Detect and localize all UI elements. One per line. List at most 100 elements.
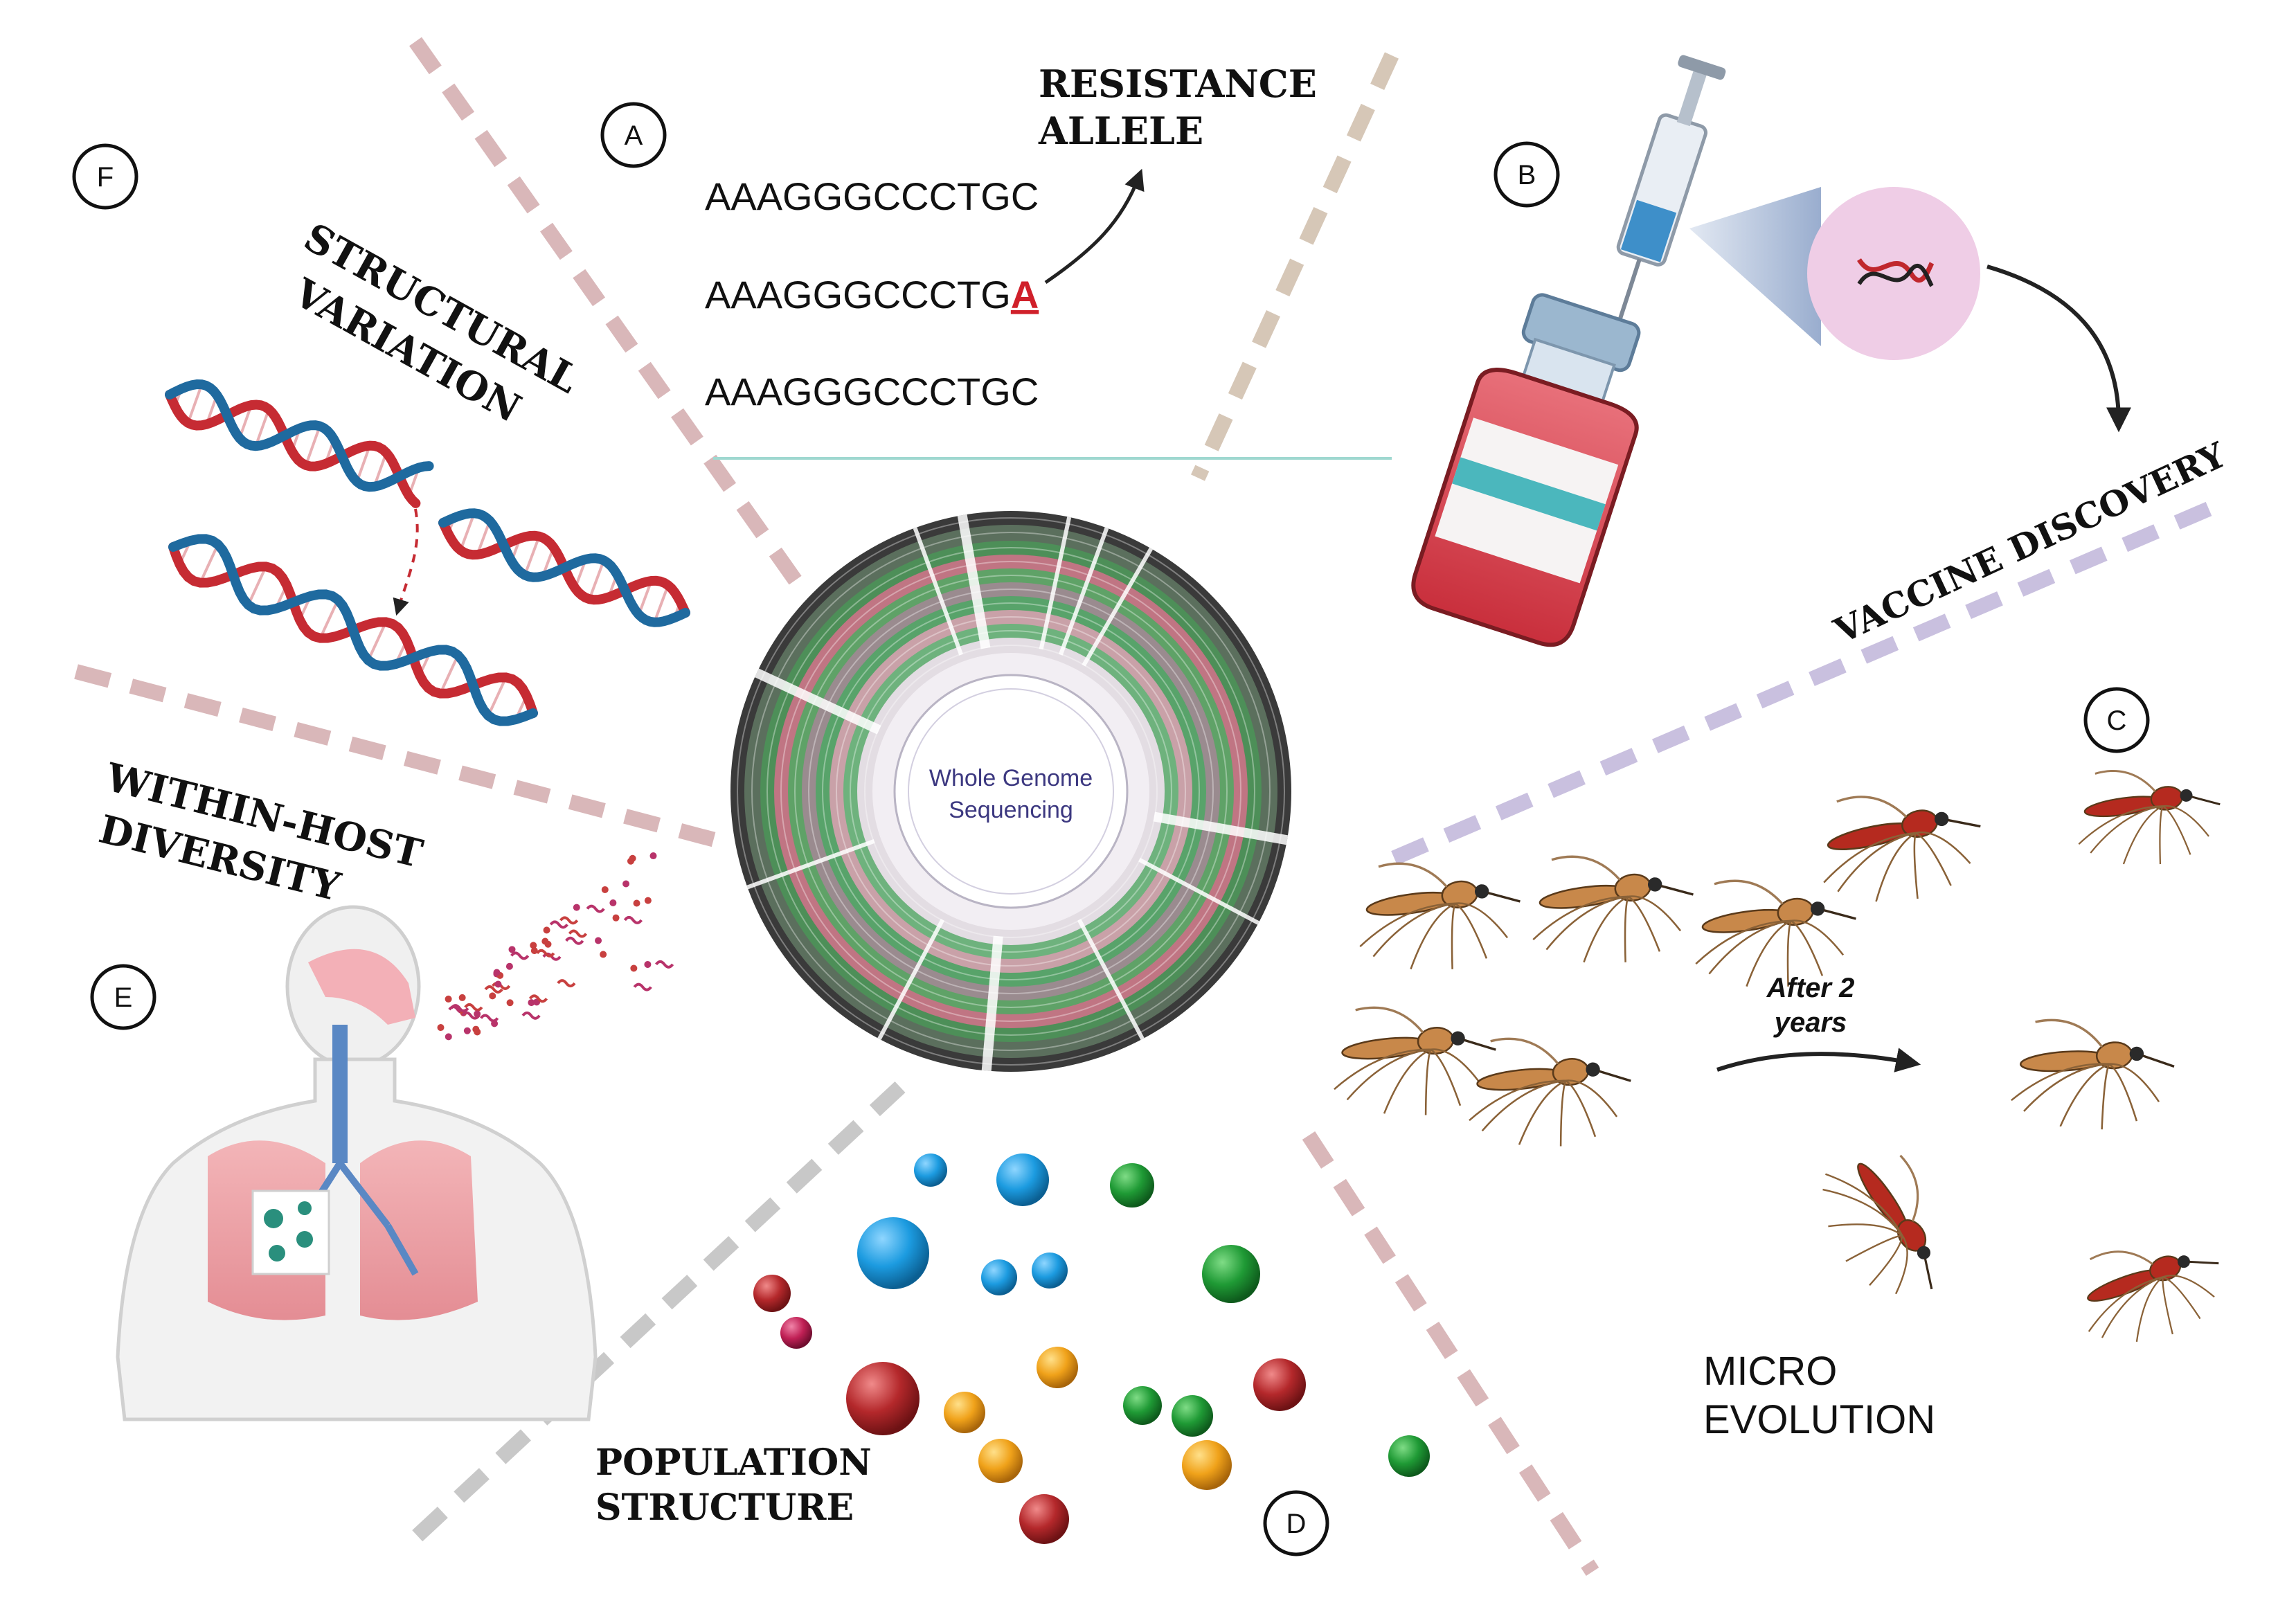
mosquito-brown-5-wing (1490, 1037, 1559, 1065)
mosquito-brown-6-proboscis (2142, 1054, 2175, 1068)
badge-a-circle (600, 102, 667, 168)
genome-track-7 (822, 602, 1200, 980)
genome-gap-6 (1077, 919, 1145, 1041)
mosquito-brown-4-proboscis (1463, 1039, 1496, 1051)
mosquito-brown-2-proboscis (1660, 884, 1694, 896)
mosquito-red-2-leg-1 (2090, 805, 2163, 854)
genome-track-8 (836, 616, 1186, 967)
aerosol-squiggle-34 (623, 915, 643, 924)
mosquito-red-2-proboscis (2191, 796, 2221, 806)
mosquito-brown-3-proboscis (1823, 908, 1856, 920)
dna-helix-2-strand-blue (438, 508, 690, 627)
aerosol-squiggle-33 (557, 979, 576, 988)
mosquito-brown-5-leg-5 (1566, 1079, 1618, 1117)
mosquito-brown-6-leg-1 (2023, 1063, 2110, 1112)
mosquito-red-4-proboscis (2189, 1260, 2219, 1265)
mosquito-brown-2-leg-2 (1583, 895, 1629, 963)
badge-c: C (2107, 706, 2127, 736)
badge-e: E (114, 982, 133, 1013)
dna-helix-2-rung-54 (653, 584, 670, 623)
mosquito-brown-1-leg-1 (1372, 902, 1455, 958)
mosquito-brown-4-leg-4 (1430, 1048, 1462, 1106)
vial-icon (1411, 293, 1641, 647)
dna-helix-1-rung-6 (186, 384, 204, 424)
time-arrow (1716, 1048, 1921, 1072)
mosquito-red-3-proboscis (1923, 1258, 1933, 1290)
mosquito-brown-3-leg-1 (1708, 919, 1791, 975)
aerosol-dot-30 (445, 995, 452, 1003)
mosquito-brown-4-leg-3 (1424, 1049, 1432, 1115)
aerosol-dot-52 (474, 1010, 481, 1018)
dna-helix-3-rung-46 (439, 654, 460, 694)
badge-a: A (625, 120, 643, 151)
population-sphere-7 (1202, 1245, 1260, 1303)
mosquito-red-3-leg-5 (1894, 1235, 1908, 1295)
aerosol-particles (437, 852, 674, 1041)
aerosol-dot-49 (493, 969, 501, 976)
aerosol-squiggle-35 (633, 982, 652, 991)
dna-helix-1-rung-50 (373, 452, 388, 487)
dna-helix-1-rung-34 (304, 425, 321, 466)
panel-f: F STRUCTURAL VARIATION (72, 143, 690, 726)
mosquito-brown-2-leg-4 (1627, 895, 1661, 952)
mosquito-red-2-leg-4 (2162, 805, 2191, 855)
mosquito-red-3-head (1917, 1246, 1931, 1259)
divider-b-c (1381, 501, 2212, 870)
population-sphere-10 (1388, 1435, 1430, 1477)
mosquito-brown-6-leg-3 (2101, 1063, 2110, 1130)
panel-d-title-line1: POPULATION (595, 1442, 872, 1484)
population-sphere-11 (753, 1275, 791, 1312)
mosquito-red-2-leg-5 (2162, 805, 2209, 837)
dna-helix-2 (438, 508, 690, 627)
aerosol-dot-45 (489, 992, 496, 1000)
mosquito-brown-6-leg-2 (2059, 1063, 2110, 1127)
mosquito-red-1-head (1934, 811, 1949, 827)
aerosol-squiggle-31 (565, 936, 584, 945)
aerosol-dot-42 (494, 980, 502, 988)
center-title-line1: Whole Genome (929, 765, 1093, 791)
mosquito-brown-5-leg-1 (1481, 1079, 1566, 1132)
mosquito-red-1-leg-1 (1837, 832, 1916, 892)
aerosol-dot-12 (633, 899, 640, 907)
aerosol-dot-0 (543, 926, 550, 934)
aerosol-dot-23 (445, 1033, 452, 1041)
population-sphere-18 (978, 1439, 1023, 1483)
mosquito-brown-1-leg-3 (1451, 903, 1456, 969)
mosquito-red-3-leg-3 (1845, 1235, 1903, 1262)
mosquito-red-1-leg-3 (1913, 832, 1919, 899)
human-torso (116, 905, 598, 1421)
aerosol-squiggle-56 (559, 916, 579, 925)
aerosol-squiggle-36 (521, 1011, 541, 1020)
dna-helix-1-strand-red (165, 390, 421, 508)
mosquito-brown-2 (1532, 855, 1694, 963)
aerosol-squiggle-32 (549, 920, 568, 929)
dna-helix-1-rung-22 (254, 409, 271, 447)
mosquito-brown-5-leg-4 (1565, 1079, 1597, 1138)
aerosol-dot-50 (491, 1020, 499, 1027)
aerosol-dot-6 (573, 904, 580, 911)
mosquito-brown-4-leg-1 (1346, 1048, 1431, 1101)
aerosol-squiggle-17 (528, 994, 548, 1003)
aerosol-dot-43 (530, 947, 538, 955)
mosquito-brown-1-leg-2 (1410, 902, 1456, 970)
genome-track-4 (780, 561, 1241, 1022)
mosquito-brown-3-head (1810, 901, 1825, 916)
mosquito-brown-3-leg-4 (1790, 919, 1824, 976)
badge-b-circle (1494, 141, 1560, 208)
aerosol-dot-4 (463, 1027, 471, 1034)
dna-helix-1-rung-46 (355, 445, 371, 483)
aerosol-dot-2 (506, 999, 514, 1007)
mosquito-red-3-wing (1899, 1154, 1919, 1222)
dna-icon (1857, 258, 1935, 287)
aerosol-dot-9 (622, 880, 630, 888)
aerosol-dot-10 (601, 886, 609, 893)
mosquito-brown-4 (1334, 1006, 1496, 1115)
genome-gap-1 (957, 514, 991, 649)
center-title-line2: Sequencing (949, 797, 1073, 823)
mosquito-brown-2-leg-1 (1545, 895, 1629, 951)
antigen-circle (1807, 187, 1980, 360)
magnify-cone (1689, 187, 1821, 346)
dna-helix-3-rung-34 (367, 621, 388, 661)
mosquito-red-1-wing (1836, 796, 1908, 818)
